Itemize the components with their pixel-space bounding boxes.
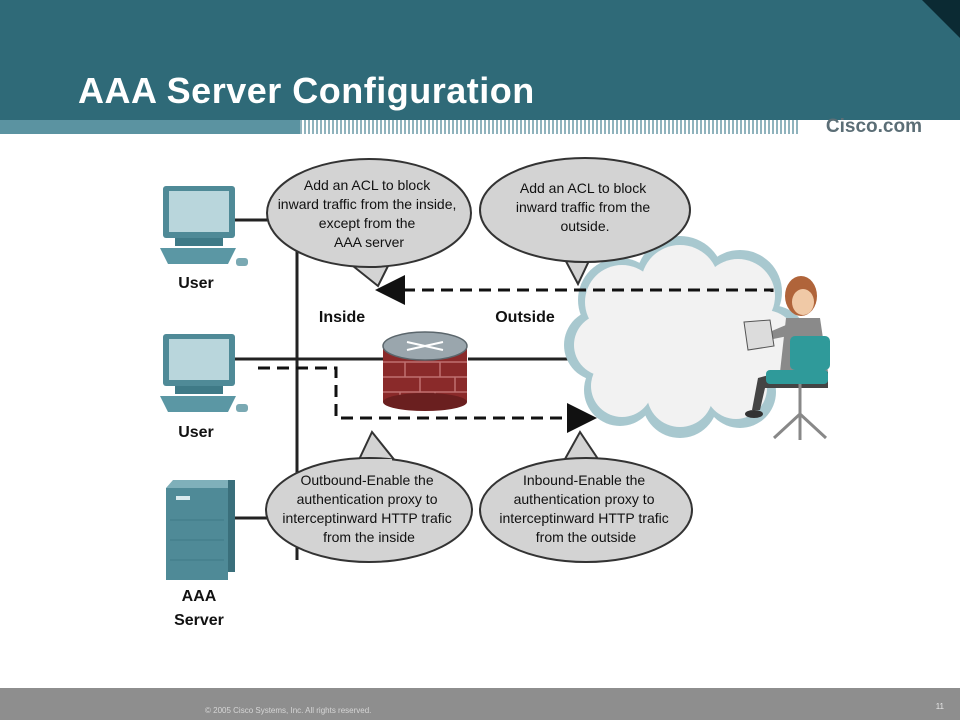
callout-outside-acl: Add an ACL to block inward traffic from … — [479, 157, 691, 287]
callout-inside-acl-line: except from the — [319, 215, 416, 231]
outside-user-icon — [743, 276, 830, 440]
copyright-text: © 2005 Cisco Systems, Inc. All rights re… — [205, 706, 372, 715]
callout-outside-acl-line: inward traffic from the — [516, 199, 651, 215]
footer-bar: © 2005 Cisco Systems, Inc. All rights re… — [0, 688, 960, 720]
brand-logo: Cisco.com — [825, 116, 922, 137]
label-outside: Outside — [495, 309, 555, 326]
label-server: Server — [174, 612, 224, 629]
inbound-block-arrow — [375, 275, 774, 305]
user-mid-computer-icon — [160, 334, 248, 412]
user-top-computer-icon — [160, 186, 248, 266]
header-bar: AAA Server Configuration — [0, 0, 960, 120]
callout-outbound-line: Outbound-Enable the — [301, 472, 434, 488]
label-inside: Inside — [319, 309, 365, 326]
page-number: 11 — [935, 702, 944, 711]
callout-inside-acl: Add an ACL to block inward traffic from … — [266, 158, 472, 288]
svg-text:Outbound-Enable the auth: Outbound-Enable the authentication proxy… — [282, 472, 455, 545]
label-aaa: AAA — [182, 588, 217, 605]
callout-inbound-line: authentication proxy to — [514, 491, 655, 507]
callout-inside-acl-line: Add an ACL to block — [304, 177, 431, 193]
firewall-router-icon — [382, 331, 468, 411]
callout-outbound-line: from the inside — [323, 529, 415, 545]
aaa-server-icon — [166, 480, 235, 580]
callout-inside-acl-line: inward traffic from the inside, — [278, 196, 457, 212]
label-user-top: User — [178, 275, 214, 292]
callout-inbound-line: interceptinward HTTP trafic — [499, 510, 668, 526]
corner-accent — [922, 0, 960, 38]
callout-outbound-line: authentication proxy to — [297, 491, 438, 507]
callout-inbound: Inbound-Enable the authentication proxy … — [479, 430, 693, 563]
svg-text:Inbound-Enable the authe: Inbound-Enable the authentication proxy … — [499, 472, 672, 545]
outbound-flow-arrow — [258, 366, 597, 433]
callout-outside-acl-line: Add an ACL to block — [520, 180, 647, 196]
label-user-mid: User — [178, 424, 214, 441]
slide-title: AAA Server Configuration — [78, 70, 535, 111]
header-band — [0, 120, 960, 134]
callout-outbound-line: interceptinward HTTP trafic — [282, 510, 451, 526]
svg-text:Add an ACL to block inwa: Add an ACL to block inward traffic from … — [516, 180, 654, 234]
callout-inside-acl-line: AAA server — [334, 234, 404, 250]
callout-inbound-line: Inbound-Enable the — [523, 472, 645, 488]
callout-outbound: Outbound-Enable the authentication proxy… — [265, 430, 473, 563]
svg-text:Add an ACL to block inwa: Add an ACL to block inward traffic from … — [278, 177, 461, 250]
callout-outside-acl-line: outside. — [560, 218, 609, 234]
callout-inbound-line: from the outside — [536, 529, 637, 545]
